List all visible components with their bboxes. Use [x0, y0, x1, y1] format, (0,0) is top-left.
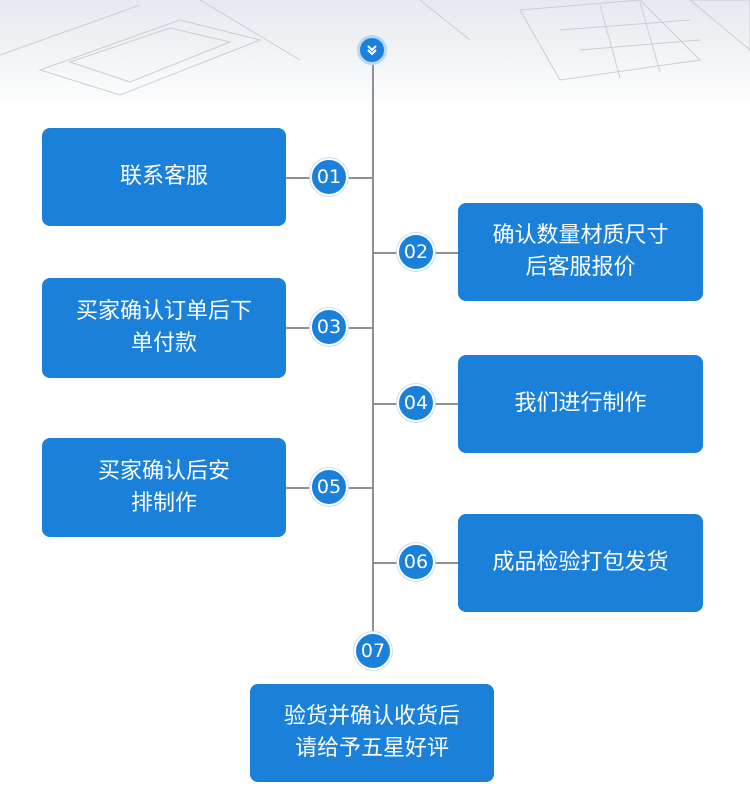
step-text: 请给予五星好评: [294, 736, 449, 761]
step-number: 03: [316, 316, 342, 338]
step-card-05: 买家确认后安 排制作: [42, 438, 286, 537]
step-text: 我们进行制作: [514, 391, 647, 416]
step-card-04: 我们进行制作: [458, 355, 703, 453]
blueprint-sketch-graphic: [0, 0, 750, 96]
step-card-06: 成品检验打包发货: [458, 514, 703, 612]
step-number: 02: [403, 241, 429, 263]
step-text: 确认数量材质尺寸: [492, 223, 669, 248]
step-number-badge-05: 05: [310, 468, 348, 506]
step-card-02: 确认数量材质尺寸 后客服报价: [458, 203, 703, 301]
step-number-badge-01: 01: [310, 158, 348, 196]
header-blueprint-background: [0, 0, 750, 110]
step-number: 06: [403, 551, 429, 573]
step-number: 05: [316, 476, 342, 498]
step-card-03: 买家确认订单后下 单付款: [42, 278, 286, 378]
step-number: 07: [360, 640, 386, 662]
step-text: 联系客服: [119, 164, 208, 189]
step-number-badge-03: 03: [310, 308, 348, 346]
step-number-badge-07: 07: [354, 632, 392, 670]
step-number-badge-04: 04: [397, 384, 435, 422]
step-number-badge-06: 06: [397, 543, 435, 581]
step-text: 单付款: [130, 331, 197, 356]
timeline-axis: [372, 50, 374, 642]
step-text: 成品检验打包发货: [492, 550, 669, 575]
step-number: 04: [403, 392, 429, 414]
step-text: 验货并确认收货后: [283, 704, 460, 729]
step-text: 买家确认后安: [97, 458, 230, 484]
chevron-double-down-icon: [357, 35, 387, 65]
step-text: 排制作: [130, 490, 197, 516]
step-number: 01: [316, 166, 342, 188]
step-card-07: 验货并确认收货后 请给予五星好评: [250, 684, 494, 782]
step-text: 后客服报价: [525, 255, 636, 280]
step-number-badge-02: 02: [397, 233, 435, 271]
step-card-01: 联系客服: [42, 128, 286, 226]
step-text: 买家确认订单后下: [75, 299, 252, 324]
